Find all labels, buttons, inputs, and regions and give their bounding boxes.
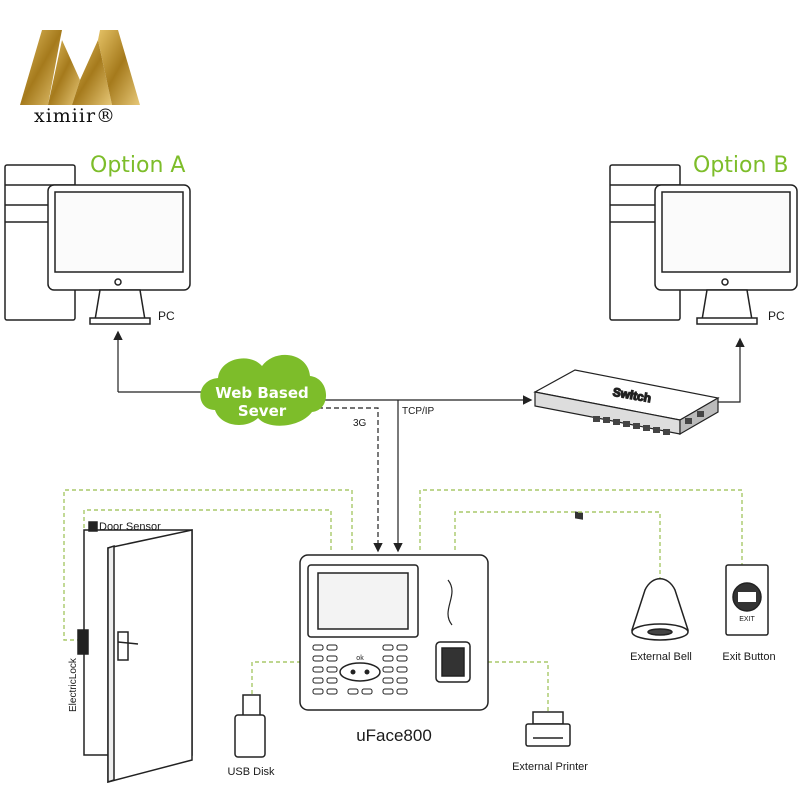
device-ok-badge: ok (356, 655, 364, 662)
exit-button-label: Exit Button (722, 651, 775, 663)
uface800-device (299, 554, 489, 711)
cloud-line2: Sever (238, 402, 287, 420)
pc-right-label: PC (768, 309, 785, 323)
door-sensor-label: Door Sensor (99, 521, 161, 533)
bell-icon (631, 578, 689, 641)
brand-logo: ximiir® (20, 30, 140, 127)
brand-name: ximiir® (34, 105, 116, 127)
external-bell-label: External Bell (630, 651, 692, 663)
door-icon (77, 521, 193, 784)
network-lines (113, 330, 745, 553)
peripheral-wiring (63, 489, 743, 712)
exit-button-icon (725, 564, 769, 636)
tcpip-label: TCP/IP (402, 406, 435, 417)
usb-disk-label: USB Disk (227, 766, 275, 778)
option-b-label: Option B (693, 153, 789, 178)
cloud-line1: Web Based (215, 384, 309, 402)
device-name: uFace800 (356, 726, 432, 745)
switch-ports (593, 411, 704, 435)
electric-lock-label: ElectricLock (68, 657, 79, 712)
pc-left-label: PC (158, 309, 175, 323)
pc-right (609, 164, 798, 325)
device-keypad (312, 644, 408, 695)
threeg-label: 3G (353, 418, 367, 429)
usb-disk-icon (234, 694, 266, 758)
printer-icon (525, 711, 571, 747)
pc-left (4, 164, 191, 325)
cloud-icon: Web Based Sever (200, 354, 327, 426)
switch-icon: Switch (533, 369, 720, 520)
exit-badge: EXIT (739, 616, 755, 623)
option-a-label: Option A (90, 153, 185, 178)
external-printer-label: External Printer (512, 761, 588, 773)
